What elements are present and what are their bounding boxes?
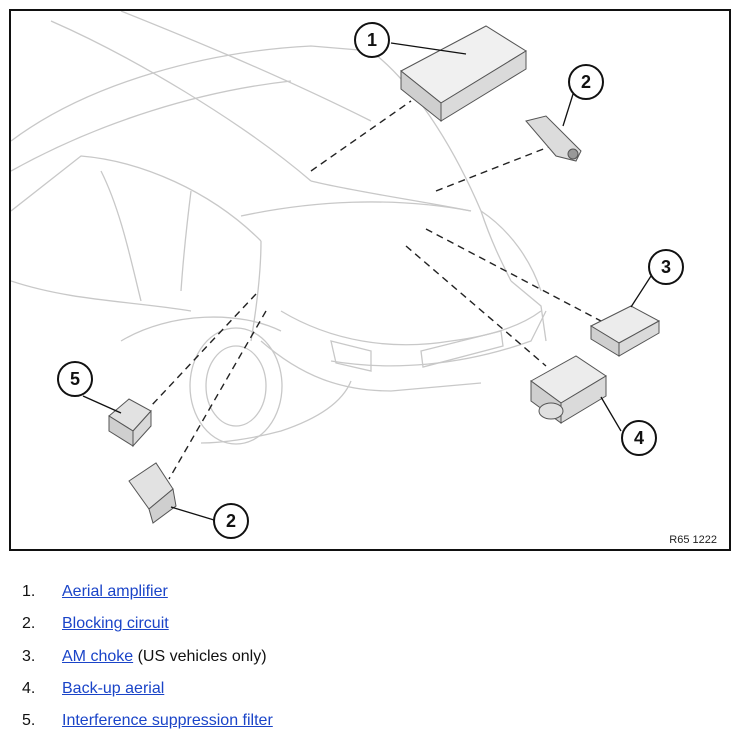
callout-number: 2 (226, 511, 236, 531)
callout-circle (354, 22, 390, 58)
legend-number: 4. (22, 680, 36, 697)
callout-number: 5 (70, 369, 80, 389)
callout-circles (57, 22, 684, 539)
leader-lines (150, 100, 602, 480)
link-blocking-circuit[interactable]: Blocking circuit (62, 615, 169, 632)
legend-number: 2. (22, 615, 36, 632)
link-back-up-aerial[interactable]: Back-up aerial (62, 680, 165, 697)
figure-reference-code: R65 1222 (669, 534, 717, 546)
blocking-circuit-part-top (525, 115, 582, 162)
blocking-circuit-part-bottom (128, 462, 177, 524)
callout-circle (213, 503, 249, 539)
component-diagram: 1 2 3 4 5 2 R65 1222 (9, 9, 731, 551)
callout-connectors (82, 42, 652, 521)
callout-circle (621, 420, 657, 456)
legend-number: 3. (22, 648, 36, 665)
callout-number: 1 (367, 30, 377, 50)
callout-number: 4 (634, 428, 644, 448)
legend-number: 5. (22, 712, 36, 729)
callout-circle (57, 361, 93, 397)
callout-circle (568, 64, 604, 100)
back-up-aerial-part (530, 355, 607, 424)
link-am-choke[interactable]: AM choke (62, 648, 134, 665)
callout-number: 3 (661, 257, 671, 277)
interference-filter-part (108, 398, 152, 448)
legend-number: 1. (22, 583, 36, 600)
callout-circle (648, 249, 684, 285)
aerial-amplifier-part (400, 25, 527, 123)
car-outline (11, 11, 547, 445)
legend-note: (US vehicles only) (133, 648, 267, 665)
link-aerial-amplifier[interactable]: Aerial amplifier (62, 583, 168, 600)
am-choke-part (589, 305, 661, 357)
link-interference-suppression-filter[interactable]: Interference suppression filter (62, 712, 273, 729)
car-rear-illustration: 1 2 3 4 5 2 (11, 11, 684, 539)
callout-number: 2 (581, 72, 591, 92)
